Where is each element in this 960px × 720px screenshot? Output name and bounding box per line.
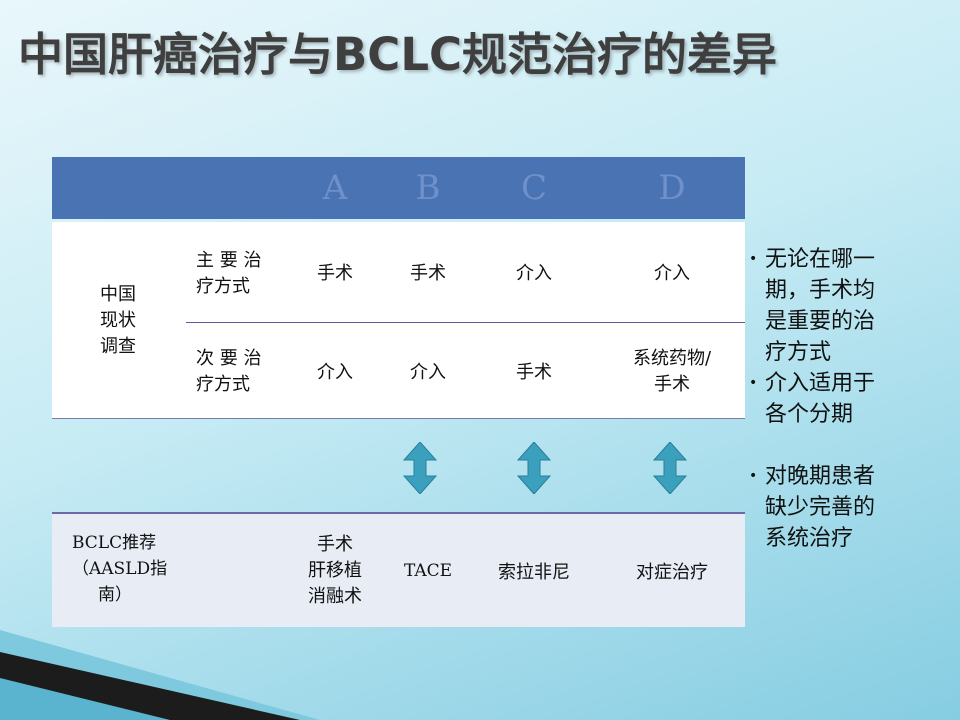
table-cell: 介入 xyxy=(516,263,552,284)
row-label-line: 主 要 治 xyxy=(196,250,262,271)
table-cell: 介入 xyxy=(317,362,353,383)
bullet-item: • 无论在哪一 期，手术均 是重要的治 疗方式 xyxy=(745,244,955,368)
bclc-label-line: BCLC推荐 xyxy=(72,533,157,553)
bclc-label-line: 南） xyxy=(98,585,132,605)
bclc-label-line: （AASLD指 xyxy=(72,559,168,579)
survey-table-body xyxy=(52,222,745,418)
column-header-b: B xyxy=(415,168,441,208)
row-label-line: 次 要 治 xyxy=(196,348,262,369)
column-header-d: D xyxy=(658,168,686,208)
table-cell: 手术 xyxy=(317,263,353,284)
bclc-cell-line: 手术 xyxy=(317,534,353,555)
row-label-secondary: 次 要 治 疗方式 xyxy=(196,346,286,398)
double-arrow-icon xyxy=(652,442,688,494)
bullet-item: • 对晚期患者 缺少完善的 系统治疗 xyxy=(745,461,955,554)
bullet-line: 对晚期患者 xyxy=(765,464,876,489)
bclc-panel xyxy=(52,512,745,627)
row-label-line: 疗方式 xyxy=(196,276,250,297)
bullet-line: 是重要的治 xyxy=(765,309,876,334)
group-label: 中国 现状 调查 xyxy=(78,282,158,360)
slide-title: 中国肝癌治疗与BCLC规范治疗的差异 xyxy=(18,28,778,81)
column-header-a: A xyxy=(322,168,348,208)
row-label-line: 疗方式 xyxy=(196,374,250,395)
table-header-bar xyxy=(52,157,745,219)
table-cell: 介入 xyxy=(410,362,446,383)
double-arrow-icon xyxy=(402,442,438,494)
bclc-cell-line: 肝移植 xyxy=(308,560,362,581)
bullet-line: 无论在哪一 xyxy=(765,247,876,272)
bullet-item: • 介入适用于 各个分期 xyxy=(745,368,955,430)
bclc-cell-c: 索拉非尼 xyxy=(498,562,570,583)
bullet-dot-icon: • xyxy=(749,375,758,391)
bullet-line: 介入适用于 xyxy=(765,371,876,396)
bullet-line: 疗方式 xyxy=(765,340,832,365)
table-cell: 系统药物/ 手术 xyxy=(632,348,712,395)
group-label-line: 现状 xyxy=(100,310,136,331)
bclc-cell-line: 消融术 xyxy=(308,586,362,607)
bullet-dot-icon: • xyxy=(749,468,758,484)
table-cell: 介入 xyxy=(654,263,690,284)
bullet-dot-icon: • xyxy=(749,251,758,267)
column-header-c: C xyxy=(520,168,547,208)
row-divider xyxy=(186,322,745,323)
table-cell: 手术 xyxy=(516,362,552,383)
table-cell: 手术 xyxy=(410,263,446,284)
group-label-line: 中国 xyxy=(100,284,136,305)
bullet-line: 缺少完善的 xyxy=(765,495,876,520)
table-bottom-border xyxy=(52,418,745,419)
decorative-ribbon xyxy=(0,630,320,720)
bullet-list: • 无论在哪一 期，手术均 是重要的治 疗方式 • 介入适用于 各个分期 • 对… xyxy=(745,244,955,554)
double-arrow-icon xyxy=(516,442,552,494)
bclc-cell-b: TACE xyxy=(403,561,453,581)
bullet-line: 各个分期 xyxy=(765,402,854,427)
bullet-line: 期，手术均 xyxy=(765,278,876,303)
group-label-line: 调查 xyxy=(100,336,136,357)
bclc-cell-a: 手术 肝移植 消融术 xyxy=(290,532,380,610)
bclc-label: BCLC推荐 （AASLD指 南） xyxy=(72,530,182,608)
bullet-line: 系统治疗 xyxy=(765,526,854,551)
bclc-cell-d: 对症治疗 xyxy=(636,562,708,583)
row-label-primary: 主 要 治 疗方式 xyxy=(196,248,286,300)
